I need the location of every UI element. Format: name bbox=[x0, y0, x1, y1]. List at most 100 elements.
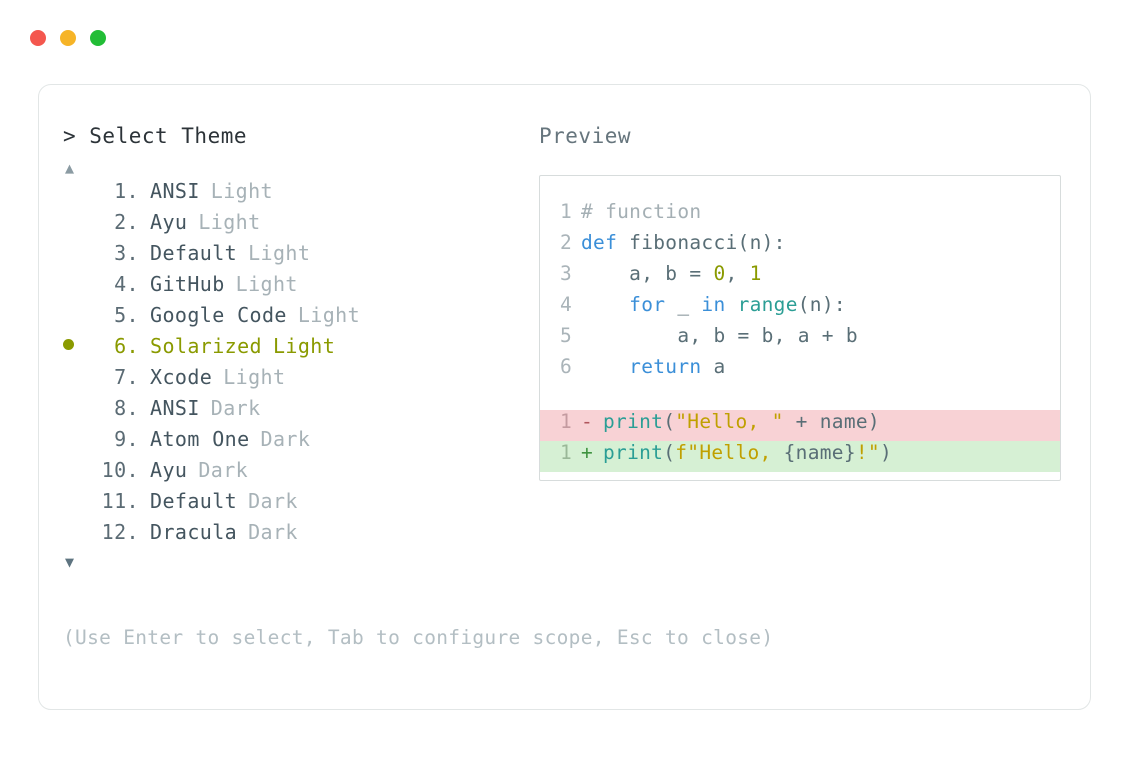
theme-item-number: 8. bbox=[114, 396, 139, 420]
diff-sign: + bbox=[581, 441, 594, 464]
code-line: 1 # function bbox=[540, 200, 1060, 231]
selected-bullet-icon bbox=[63, 334, 91, 358]
code-line-content: a, b = b, a + b bbox=[581, 324, 858, 347]
code-token: 1 bbox=[749, 262, 762, 285]
spacer bbox=[139, 303, 150, 327]
theme-item-variant: Light bbox=[223, 365, 286, 389]
window-zoom-button[interactable] bbox=[90, 30, 106, 46]
theme-item-name: ANSI bbox=[150, 179, 200, 203]
theme-item-number: 5. bbox=[114, 303, 139, 327]
code-token: range bbox=[737, 293, 798, 316]
preview-title: Preview bbox=[539, 124, 632, 148]
spacer bbox=[139, 334, 150, 358]
line-number: 4 bbox=[559, 293, 572, 316]
theme-item-name: Xcode bbox=[150, 365, 213, 389]
code-token: fibonacci(n): bbox=[617, 231, 786, 254]
code-token: return bbox=[629, 355, 702, 378]
theme-item-variant: Dark bbox=[248, 489, 298, 513]
line-number: 6 bbox=[559, 355, 572, 378]
theme-item-name: ANSI bbox=[150, 396, 200, 420]
code-token: print bbox=[603, 410, 664, 433]
theme-item-number: 2. bbox=[114, 210, 139, 234]
theme-list-item[interactable]: 8. ANSI Dark bbox=[63, 396, 533, 427]
theme-item-number: 4. bbox=[114, 272, 139, 296]
window-titlebar bbox=[30, 30, 106, 46]
code-line: 4 for _ in range(n): bbox=[540, 293, 1060, 324]
spacer bbox=[139, 520, 150, 544]
theme-item-variant: Light bbox=[248, 241, 311, 265]
keyboard-hint: (Use Enter to select, Tab to configure s… bbox=[63, 626, 774, 649]
code-token: # function bbox=[581, 200, 702, 223]
scroll-down-icon[interactable]: ▼ bbox=[65, 553, 75, 571]
theme-item-name: Default bbox=[150, 489, 238, 513]
line-number: 1 bbox=[559, 200, 572, 223]
theme-item-variant: Dark bbox=[210, 396, 261, 420]
diff-added-line: 1+print(f"Hello, {name}!") bbox=[540, 441, 1060, 472]
theme-item-name: Atom One bbox=[150, 427, 250, 451]
diff-removed-line: 1-print("Hello, " + name) bbox=[540, 410, 1060, 441]
preview-panel-header: Preview bbox=[539, 121, 1069, 157]
code-token: !" bbox=[855, 441, 880, 464]
theme-item-variant: Light bbox=[198, 210, 261, 234]
theme-item-name: Google Code bbox=[150, 303, 287, 327]
code-line-content: for _ in range(n): bbox=[581, 293, 846, 316]
spacer bbox=[139, 365, 150, 389]
theme-item-number: 7. bbox=[114, 365, 139, 389]
line-number: 1 bbox=[559, 410, 572, 433]
code-line-content: a, b = 0, 1 bbox=[581, 262, 762, 285]
diff-line-content: print("Hello, " + name) bbox=[603, 410, 880, 433]
theme-item-variant: Light bbox=[210, 179, 273, 203]
theme-list-item[interactable]: 11. Default Dark bbox=[63, 489, 533, 520]
code-token: 0 bbox=[713, 262, 726, 285]
theme-item-name: Dracula bbox=[150, 520, 238, 544]
code-token: , bbox=[725, 262, 750, 285]
code-token: "Hello, " bbox=[675, 410, 784, 433]
theme-item-number: 11. bbox=[101, 489, 139, 513]
code-token: ) bbox=[879, 441, 893, 464]
code-line: 5 a, b = b, a + b bbox=[540, 324, 1060, 355]
code-token: a, b = bbox=[581, 262, 714, 285]
code-line: 6 return a bbox=[540, 355, 1060, 386]
theme-item-name: Solarized bbox=[150, 334, 262, 358]
spacer bbox=[139, 458, 150, 482]
code-token: f"Hello, bbox=[675, 441, 784, 464]
theme-item-variant: Dark bbox=[260, 427, 311, 451]
diff-block: 1-print("Hello, " + name)1+print(f"Hello… bbox=[540, 410, 1060, 472]
spacer bbox=[139, 179, 150, 203]
selected-dot-icon bbox=[63, 339, 74, 350]
code-token: in bbox=[701, 293, 726, 316]
spacer bbox=[139, 241, 150, 265]
scroll-up-icon[interactable]: ▲ bbox=[65, 159, 75, 177]
theme-item-name: Ayu bbox=[150, 458, 188, 482]
page-title: > Select Theme bbox=[63, 124, 248, 148]
window-close-button[interactable] bbox=[30, 30, 46, 46]
theme-list-item[interactable]: 4. GitHub Light bbox=[63, 272, 533, 303]
theme-item-variant: Dark bbox=[198, 458, 249, 482]
theme-list-item[interactable]: 5. Google Code Light bbox=[63, 303, 533, 334]
line-number: 5 bbox=[559, 324, 572, 347]
theme-item-variant: Light bbox=[235, 272, 298, 296]
window-minimize-button[interactable] bbox=[60, 30, 76, 46]
line-number: 3 bbox=[559, 262, 572, 285]
theme-list-item[interactable]: 7. Xcode Light bbox=[63, 365, 533, 396]
code-token: ( bbox=[663, 410, 676, 433]
code-token: def bbox=[581, 231, 618, 254]
diff-sign: - bbox=[581, 410, 594, 433]
theme-item-variant: Light bbox=[297, 303, 361, 327]
diff-line-content: print(f"Hello, {name}!") bbox=[603, 441, 892, 464]
theme-item-name: GitHub bbox=[150, 272, 225, 296]
spacer bbox=[139, 489, 150, 513]
code-token: {name} bbox=[783, 441, 856, 464]
